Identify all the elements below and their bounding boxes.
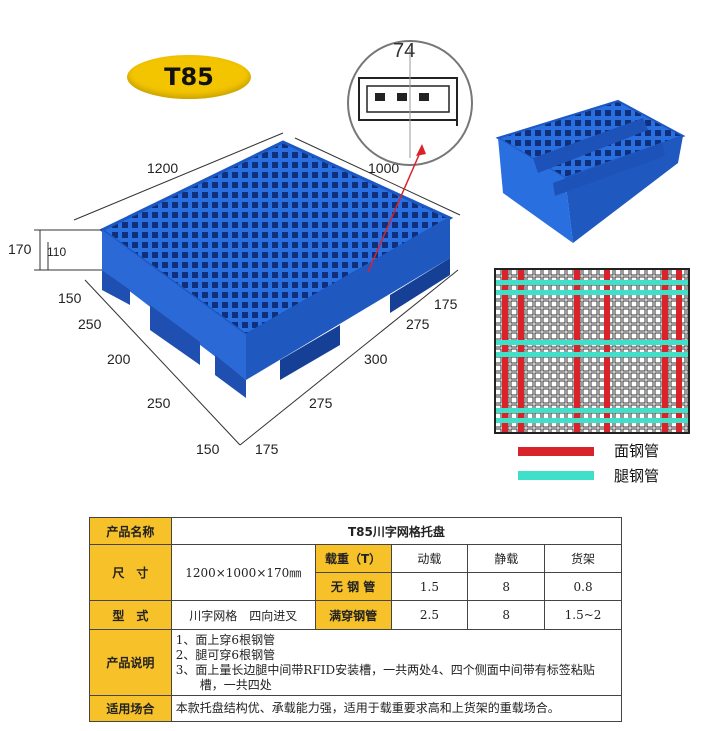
- legend-label-top-steel: 面钢管: [614, 442, 660, 460]
- type-value: 川字网格 四向进叉: [170, 600, 316, 630]
- pallet-main-illustration: [34, 132, 461, 446]
- table-row: 产品名称 T85川字网格托盘: [89, 517, 623, 545]
- product-name-label: 产品名称: [89, 517, 172, 545]
- dim-left-5: 150: [196, 441, 220, 457]
- description-value: 1、面上穿6根钢管 2、腿可穿6根钢管 3、面上量长边腿中间带RFID安装槽，一…: [170, 629, 623, 696]
- dim-left-1: 150: [58, 290, 82, 306]
- dim-bottom-5: 175: [434, 296, 458, 312]
- legend-label-leg-steel: 腿钢管: [614, 467, 660, 485]
- static-load-header: 静载: [467, 544, 546, 573]
- legend-swatch-leg-steel: [518, 471, 594, 480]
- steel-tube-layout-diagram: [494, 268, 690, 434]
- description-label: 产品说明: [89, 629, 172, 696]
- dim-left-3: 200: [107, 351, 131, 367]
- pallet-underside-illustration: [495, 99, 686, 243]
- load-label: 载重（T）: [314, 544, 392, 573]
- dynamic-load-header: 动载: [390, 544, 469, 573]
- description-line: 槽，一共四处: [175, 677, 272, 692]
- dim-bottom-2: 275: [309, 395, 333, 411]
- no-steel-static: 8: [467, 572, 546, 601]
- full-steel-rack: 1.5~2: [544, 600, 622, 630]
- usage-value: 本款托盘结构优、承载能力强，适用于载重要求高和上货架的重载场合。: [170, 695, 623, 722]
- model-badge: T85: [127, 55, 251, 99]
- dim-detail-height: 74: [393, 40, 416, 62]
- table-row: 尺 寸 1200×1000×170㎜ 载重（T） 动载 静载 货架: [89, 544, 622, 601]
- table-row: 无 钢 管 1.5 8 0.8: [90, 572, 622, 601]
- table-row: 产品说明 1、面上穿6根钢管 2、腿可穿6根钢管 3、面上量长边腿中间带RFID…: [89, 629, 623, 696]
- description-line: 2、腿可穿6根钢管: [175, 647, 276, 662]
- type-label: 型 式: [89, 600, 172, 630]
- no-steel-rack: 0.8: [544, 572, 622, 601]
- description-line: 1、面上穿6根钢管: [175, 632, 276, 647]
- spec-table: 产品名称 T85川字网格托盘 尺 寸 1200×1000×170㎜ 载重（T） …: [89, 517, 623, 722]
- product-name-value: T85川字网格托盘: [170, 517, 623, 545]
- cross-section-detail: [347, 40, 473, 166]
- dim-leg-height: 110: [47, 245, 67, 259]
- size-value: 1200×1000×170㎜: [170, 544, 316, 601]
- description-line: 3、面上量长边腿中间带RFID安装槽，一共两处4、四个侧面中间带有标签粘贴: [175, 662, 595, 677]
- rack-load-header: 货架: [544, 544, 622, 573]
- full-steel-label: 满穿钢管: [314, 600, 392, 630]
- usage-label: 适用场合: [89, 695, 172, 722]
- dim-bottom-3: 300: [364, 351, 388, 367]
- dim-bottom-1: 175: [255, 441, 279, 457]
- dim-bottom-4: 275: [406, 316, 430, 332]
- legend-swatch-top-steel: [518, 447, 594, 456]
- no-steel-label: 无 钢 管: [314, 572, 392, 601]
- dim-width: 1000: [368, 160, 400, 176]
- dim-left-2: 250: [78, 316, 102, 332]
- dim-left-4: 250: [147, 395, 171, 411]
- table-row: 型 式 川字网格 四向进叉 满穿钢管 2.5 8 1.5~2: [89, 600, 622, 630]
- full-steel-static: 8: [467, 600, 546, 630]
- no-steel-dynamic: 1.5: [390, 572, 469, 601]
- full-steel-dynamic: 2.5: [390, 600, 469, 630]
- dim-length: 1200: [147, 160, 179, 176]
- table-row: 适用场合 本款托盘结构优、承载能力强，适用于载重要求高和上货架的重载场合。: [89, 695, 623, 722]
- detail-pointer-arrow: [367, 144, 426, 273]
- size-label: 尺 寸: [89, 544, 172, 601]
- dim-height: 170: [8, 241, 32, 257]
